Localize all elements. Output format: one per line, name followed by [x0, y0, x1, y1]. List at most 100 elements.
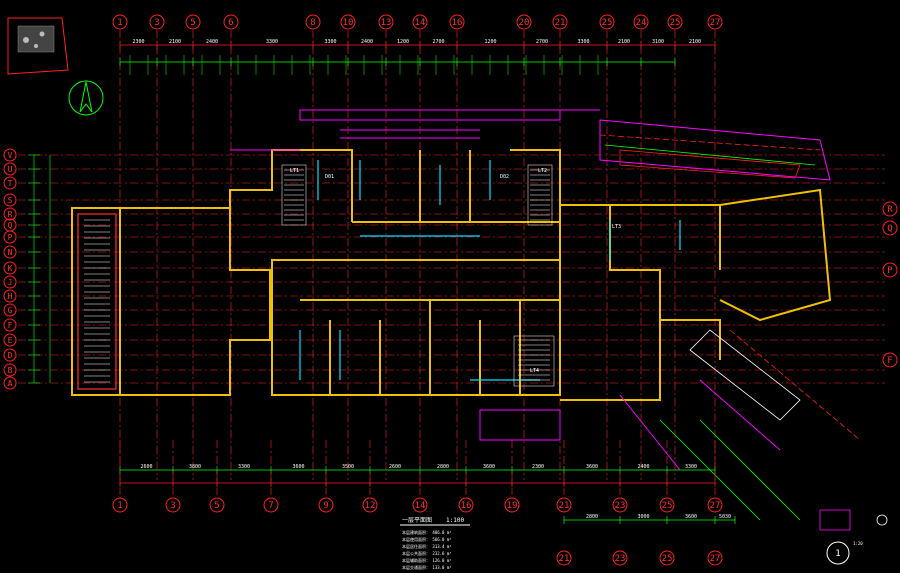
building-walls [71, 149, 832, 401]
axis-label: 27 [710, 501, 721, 511]
axis-bubble [3, 261, 17, 275]
title-note: 本层辅助面积： 126.0 m² [402, 557, 452, 563]
north-arrow-icon [68, 80, 104, 116]
detail-marker-scale: 1:20 [853, 541, 863, 546]
axis-bubble [707, 497, 723, 513]
axis-label: 6 [228, 18, 233, 28]
dimension-label: 2700 [536, 39, 548, 45]
axis-label: R [8, 210, 13, 219]
dimension-label: 3300 [324, 39, 336, 45]
title-scale: 1:100 [446, 517, 464, 524]
axis-label: 3 [170, 501, 175, 511]
axis-label: G [8, 306, 13, 315]
axis-label: 16 [461, 501, 472, 511]
axis-label: 14 [415, 18, 426, 28]
axis-label: 10 [343, 18, 354, 28]
axis-bubble [3, 245, 17, 259]
room-label: D01 [325, 174, 334, 180]
axis-bubble [112, 14, 128, 30]
axis-label: Q [8, 221, 13, 230]
axis-label: 25 [662, 554, 673, 564]
axis-bubble [504, 497, 520, 513]
axis-bubble [362, 497, 378, 513]
axis-bubble [882, 220, 898, 236]
axis-label: 21 [559, 554, 570, 564]
axis-label: 25 [602, 18, 613, 28]
dimension-label: 1200 [484, 39, 496, 45]
axis-label: P [8, 233, 13, 242]
axis-label: U [8, 165, 13, 174]
title-note: 本层使用面积： 566.0 m² [402, 536, 452, 542]
axis-label: 25 [670, 18, 681, 28]
dimension-label: 2300 [132, 39, 144, 45]
axis-bubble [882, 352, 898, 368]
axis-bubble [185, 14, 201, 30]
axis-bubble [3, 230, 17, 244]
axis-label: 7 [268, 501, 273, 511]
room-label: LT4 [530, 368, 539, 374]
grid-lines [18, 30, 885, 480]
axis-bubble [3, 207, 17, 221]
axis-bubble [556, 550, 572, 566]
axis-label: 20 [519, 18, 530, 28]
axis-label: 21 [559, 501, 570, 511]
axis-bubble [165, 497, 181, 513]
axis-label: 27 [710, 554, 721, 564]
title-heading: 一层平面图 [402, 517, 432, 524]
dimension-label: 3600 [685, 514, 697, 520]
room-label: LT3 [612, 224, 621, 230]
axis-label: 14 [415, 501, 426, 511]
axis-label: 23 [615, 554, 626, 564]
axis-label: 12 [365, 501, 376, 511]
annotation-lines [230, 109, 831, 471]
axis-bubble [449, 14, 465, 30]
dimension-label: 2400 [361, 39, 373, 45]
axis-label: 5 [214, 501, 219, 511]
dimension-label: 2300 [532, 464, 544, 470]
axis-bubble [612, 550, 628, 566]
axis-bubble [3, 333, 17, 347]
dimension-label: 2400 [206, 39, 218, 45]
axis-label: Q [887, 224, 892, 234]
staircases [77, 164, 555, 390]
axis-bubble [3, 193, 17, 207]
dimension-label: 3300 [577, 39, 589, 45]
axis-bubble [659, 550, 675, 566]
axis-label: D [8, 351, 13, 360]
axis-bubble [556, 497, 572, 513]
keymap-thumbnail [7, 17, 69, 75]
axis-bubble [3, 162, 17, 176]
axis-label: 24 [636, 18, 647, 28]
dimension-label: 3600 [483, 464, 495, 470]
axis-label: 8 [310, 18, 315, 28]
axis-label: H [8, 292, 13, 301]
axis-bubble [707, 550, 723, 566]
axis-label: 3 [154, 18, 159, 28]
dimension-label: 1200 [397, 39, 409, 45]
axis-label: 13 [381, 18, 392, 28]
axis-bubble [378, 14, 394, 30]
axis-bubble [3, 303, 17, 317]
axis-bubble [552, 14, 568, 30]
axis-label: 9 [323, 501, 328, 511]
axis-label: F [8, 321, 13, 330]
dimension-label: 2600 [389, 464, 401, 470]
dimension-label: 2600 [140, 464, 152, 470]
axis-label: 21 [555, 18, 566, 28]
dimension-label: 2100 [689, 39, 701, 45]
detail-marker: 1 1:20 [819, 509, 888, 565]
dimension-label: 2800 [437, 464, 449, 470]
axis-label: T [8, 179, 13, 188]
axis-label: J [8, 278, 13, 287]
axis-bubble [599, 14, 615, 30]
axis-label: V [8, 151, 13, 160]
axis-bubble [882, 201, 898, 217]
dimension-label: 2400 [637, 464, 649, 470]
dimension-label: 2700 [432, 39, 444, 45]
dimension-label: 3300 [238, 464, 250, 470]
axis-label: 23 [615, 501, 626, 511]
